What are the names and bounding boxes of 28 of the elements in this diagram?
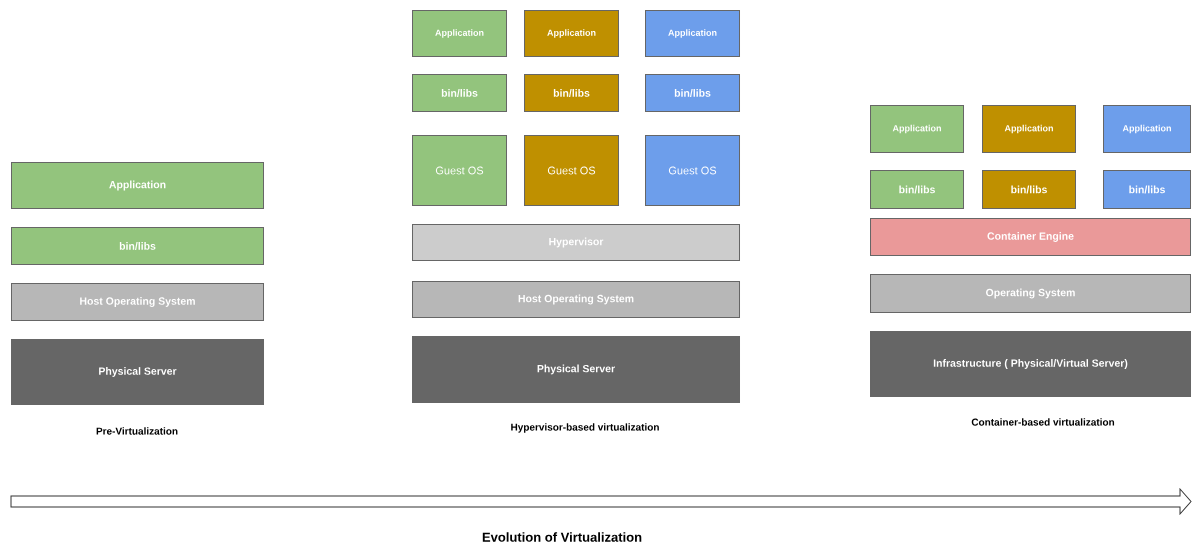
layer-box: Physical Server <box>11 339 264 405</box>
section-caption: Hypervisor-based virtualization <box>511 423 659 433</box>
layer-box: Guest OS <box>524 135 619 206</box>
layer-box: Host Operating System <box>11 283 264 321</box>
axis-label: Evolution of Virtualization <box>482 532 642 542</box>
section-caption: Container-based virtualization <box>971 418 1115 426</box>
layer-box: Application <box>11 162 264 209</box>
layer-box: bin/libs <box>870 170 964 209</box>
layer-box: Application <box>982 105 1076 153</box>
layer-box: Application <box>645 10 740 57</box>
layer-box: Physical Server <box>412 336 740 403</box>
layer-box: Operating System <box>870 274 1191 313</box>
layer-box: bin/libs <box>982 170 1076 209</box>
layer-box: Guest OS <box>645 135 740 206</box>
layer-box: Application <box>412 10 507 57</box>
layer-box: Application <box>1103 105 1191 153</box>
layer-box: bin/libs <box>645 74 740 112</box>
layer-box: Infrastructure ( Physical/Virtual Server) <box>870 331 1191 397</box>
layer-box: Container Engine <box>870 218 1191 256</box>
layer-box: bin/libs <box>11 227 264 265</box>
layer-box: bin/libs <box>524 74 619 112</box>
layer-box: bin/libs <box>412 74 507 112</box>
layer-box: Host Operating System <box>412 281 740 318</box>
layer-box: bin/libs <box>1103 170 1191 209</box>
layer-box: Application <box>870 105 964 153</box>
section-caption: Pre-Virtualization <box>96 427 178 435</box>
layer-box: Guest OS <box>412 135 507 206</box>
layer-box: Application <box>524 10 619 57</box>
